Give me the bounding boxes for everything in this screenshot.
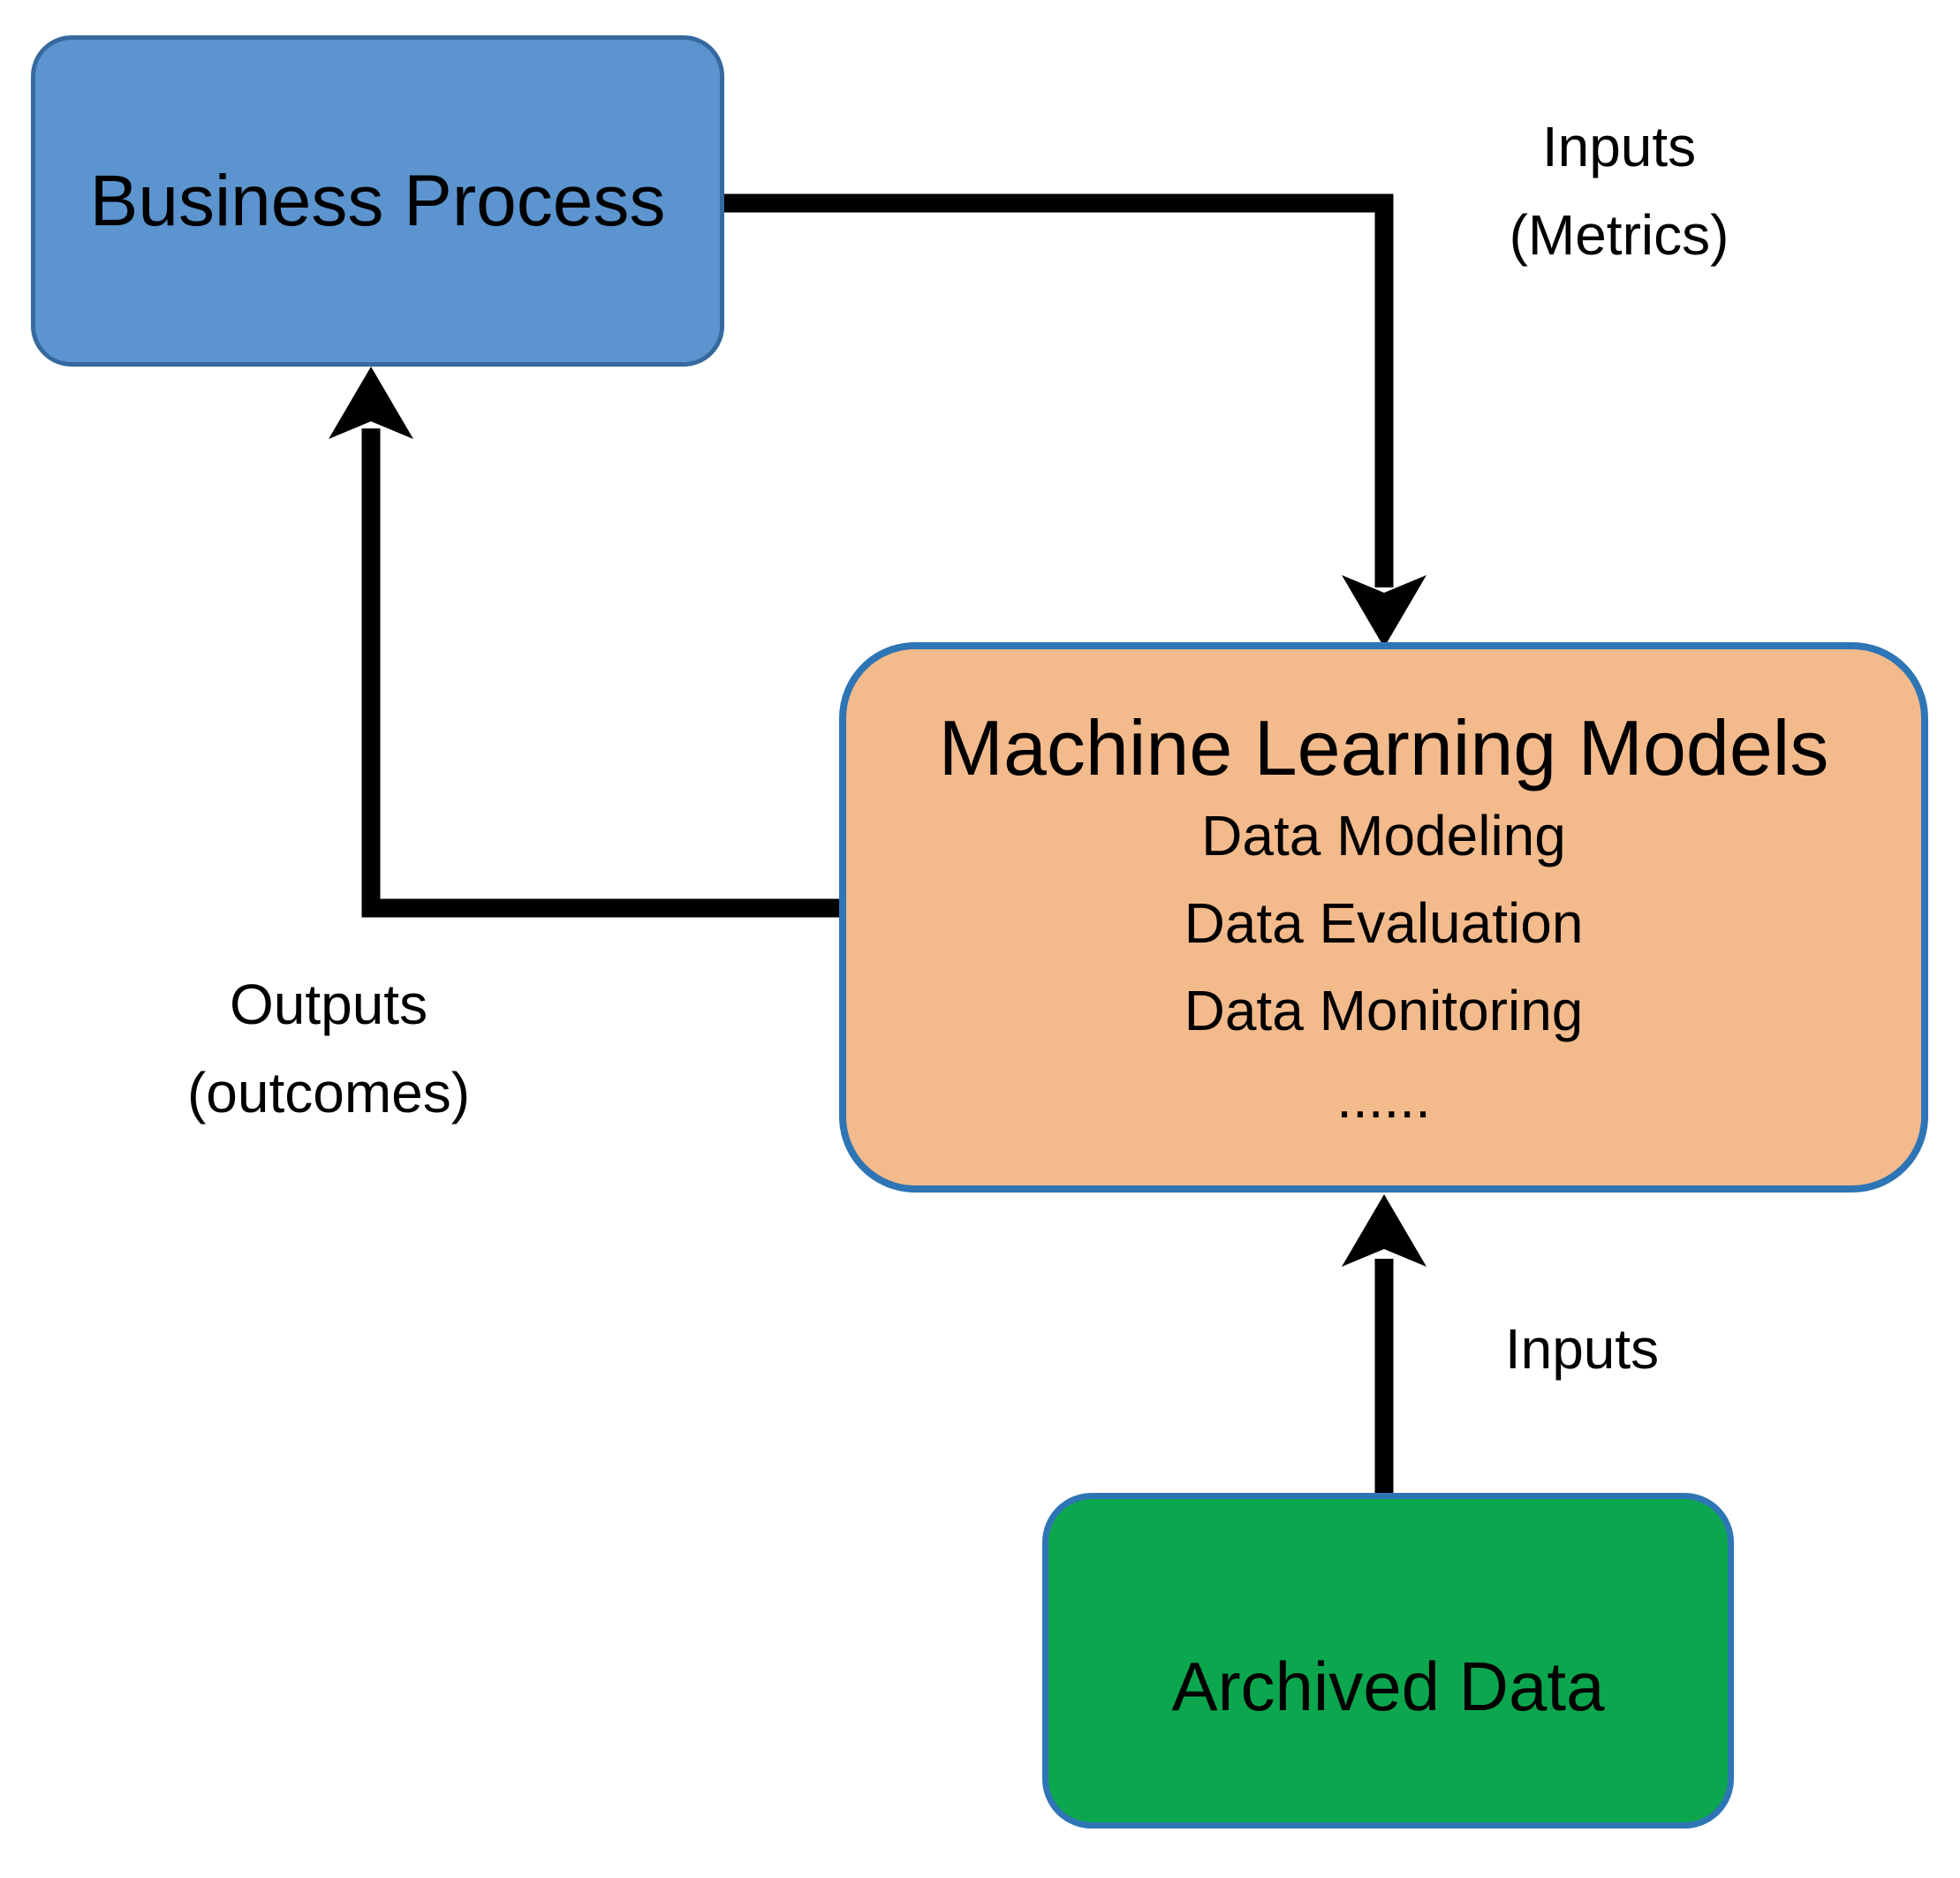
business-process-box: Business Process <box>31 35 724 367</box>
archived-data-label: Archived Data <box>1171 1647 1605 1725</box>
connector-ml-to-business <box>361 428 855 918</box>
connector-business-to-ml <box>720 193 1394 587</box>
label-outputs-line1: Outputs <box>229 973 428 1036</box>
arrowhead-up-into-ml <box>1342 1194 1426 1267</box>
ml-item-data-monitoring: Data Monitoring <box>1184 979 1584 1042</box>
ml-item-data-modeling: Data Modeling <box>1201 804 1566 867</box>
label-inputs-metrics-line1: Inputs <box>1541 115 1697 178</box>
label-outputs-line2: (outcomes) <box>186 1061 471 1125</box>
ml-models-title: Machine Learning Models <box>938 704 1829 791</box>
label-inputs-metrics-line2: (Metrics) <box>1509 203 1729 267</box>
label-inputs-bottom-line1: Inputs <box>1504 1317 1660 1381</box>
label-inputs-metrics: Inputs (Metrics) <box>1389 102 1849 279</box>
label-inputs-bottom: Inputs <box>1352 1305 1812 1393</box>
arrowhead-down-into-ml <box>1342 575 1426 647</box>
archived-data-box: Archived Data <box>1042 1493 1734 1829</box>
ml-item-ellipsis: ...... <box>1336 1066 1431 1130</box>
machine-learning-models-box: Machine Learning Models Data Modeling Da… <box>839 642 1928 1193</box>
label-outputs-outcomes: Outputs (outcomes) <box>99 960 558 1137</box>
business-process-label: Business Process <box>89 160 666 241</box>
arrowhead-up-into-business <box>329 367 413 439</box>
ml-item-data-evaluation: Data Evaluation <box>1184 891 1584 955</box>
